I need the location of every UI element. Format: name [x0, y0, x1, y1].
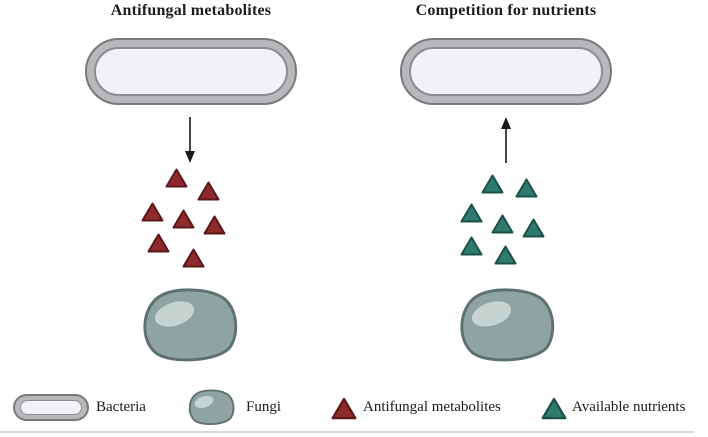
bacteria-cell	[85, 38, 297, 105]
antifungal-metabolite-icon	[331, 397, 357, 420]
antifungal-metabolite-icon	[147, 233, 170, 253]
antifungal-metabolite-icon	[172, 209, 195, 229]
available-nutrient-icon	[460, 203, 483, 223]
available-nutrient-icon	[515, 178, 538, 198]
legend-label-bacteria: Bacteria	[96, 399, 146, 415]
available-nutrient-icon	[522, 218, 545, 238]
available-nutrient-icon	[494, 245, 517, 265]
fungi-cell	[460, 288, 555, 362]
available-nutrient-icon	[460, 236, 483, 256]
available-nutrient-icon	[481, 174, 504, 194]
bacteria-icon	[13, 394, 89, 421]
antifungal-metabolite-icon	[197, 181, 220, 201]
legend-label-antifungal-metabolites: Antifungal metabolites	[363, 399, 501, 415]
antifungal-metabolite-icon	[203, 215, 226, 235]
panel-title-antifungal: Antifungal metabolites	[110, 2, 272, 19]
bacteria-cell-interior	[409, 47, 603, 96]
legend-label-fungi: Fungi	[246, 399, 282, 415]
bacteria-cell-interior	[94, 47, 288, 96]
antifungal-metabolite-icon	[182, 248, 205, 268]
fungi-icon	[188, 389, 235, 425]
fungi-cell	[143, 288, 238, 362]
arrow-up-icon	[501, 117, 511, 163]
antifungal-metabolite-icon	[141, 202, 164, 222]
available-nutrient-icon	[541, 397, 567, 420]
panel-title-competition: Competition for nutrients	[415, 2, 597, 19]
legend-label-available-nutrients: Available nutrients	[572, 399, 686, 415]
available-nutrient-icon	[491, 214, 514, 234]
bacteria-icon-interior	[20, 400, 82, 415]
bottom-rule	[0, 431, 694, 433]
bacteria-cell	[400, 38, 612, 105]
antifungal-metabolite-icon	[165, 168, 188, 188]
arrow-down-icon	[185, 117, 195, 163]
